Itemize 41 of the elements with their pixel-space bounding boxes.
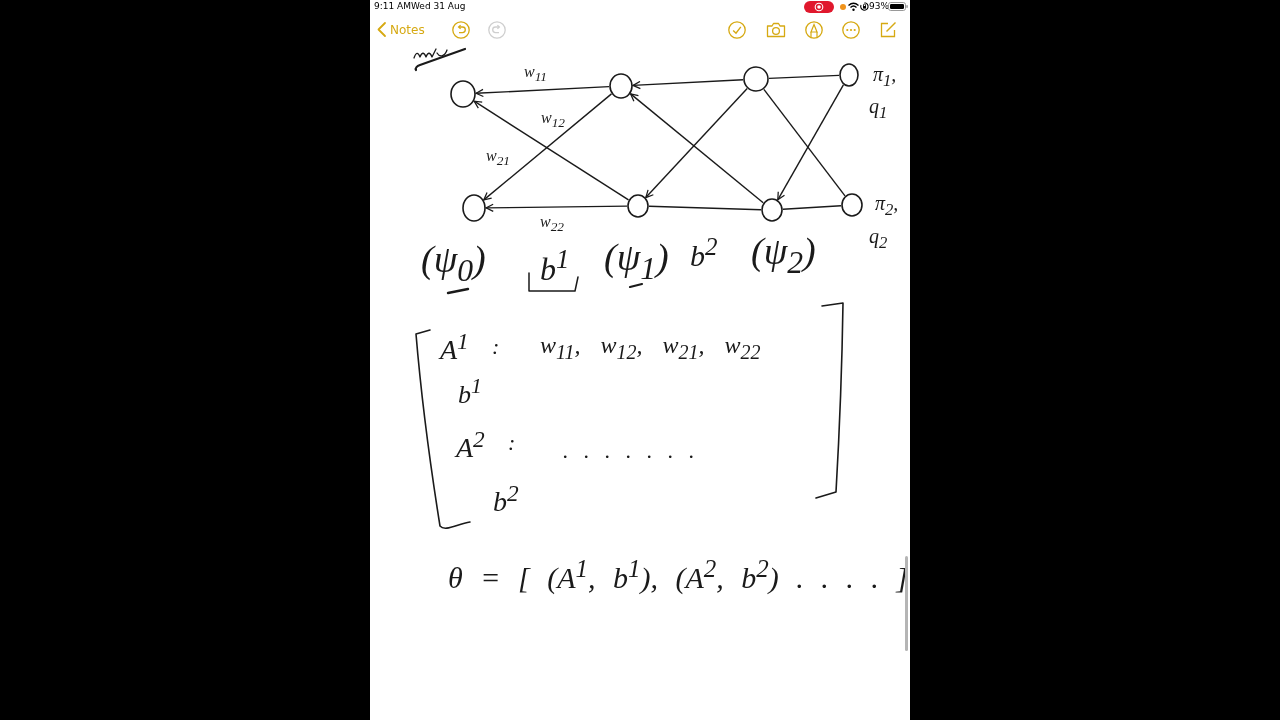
arrow (632, 79, 744, 90)
status-date: Wed 31 Aug (411, 2, 466, 11)
back-button: Notes (377, 22, 425, 37)
neuron-circle (462, 194, 486, 222)
separator-colon: : (508, 432, 516, 454)
arrow (645, 87, 748, 199)
output-annotation: π$_{1}$, (873, 64, 897, 90)
arrow (483, 93, 613, 201)
output-annotation: q$_{1}$ (869, 96, 888, 122)
matrix-label: b$^{2}$ (493, 482, 519, 517)
battery-percent: 93% (869, 2, 889, 11)
layer-label: (ψ$_{0}$) (421, 240, 486, 287)
matrix-label: b$^{1}$ (458, 376, 482, 408)
neuron-circle (841, 193, 863, 217)
layer-label: (ψ$_{1}$) (604, 238, 669, 285)
connector-line (768, 74, 840, 80)
layer-label: (ψ$_{2}$) (751, 232, 816, 279)
separator-colon: : (492, 336, 500, 358)
arrow (629, 93, 764, 204)
neuron-circle (743, 66, 769, 92)
arrow (475, 85, 610, 98)
bias-label: b$^{1}$ (540, 246, 570, 285)
neuron-circle (609, 73, 633, 99)
output-annotation: π$_{2}$, (875, 193, 899, 219)
weight-list: w$_{11}$, w$_{12}$, w$_{21}$, w$_{22}$ (540, 333, 761, 362)
neuron-circle (839, 63, 859, 87)
output-annotation: q$_{2}$ (869, 226, 888, 252)
matrix-label: A$^{1}$ (440, 330, 469, 365)
bias-label: b$^{2}$ (690, 234, 718, 271)
connector-line (782, 205, 842, 210)
arrow (777, 84, 845, 201)
arrow (473, 100, 630, 201)
status-time: 9:11 AM (374, 2, 411, 11)
connector-line (648, 205, 762, 211)
neuron-circle (450, 80, 476, 108)
connector-line (763, 88, 846, 197)
neuron-circle (761, 198, 783, 222)
matrix-label: A$^{2}$ (456, 428, 485, 463)
neuron-circle (627, 194, 649, 218)
ellipsis-dots: . . . . . . . (563, 440, 700, 462)
arrow (485, 203, 628, 213)
